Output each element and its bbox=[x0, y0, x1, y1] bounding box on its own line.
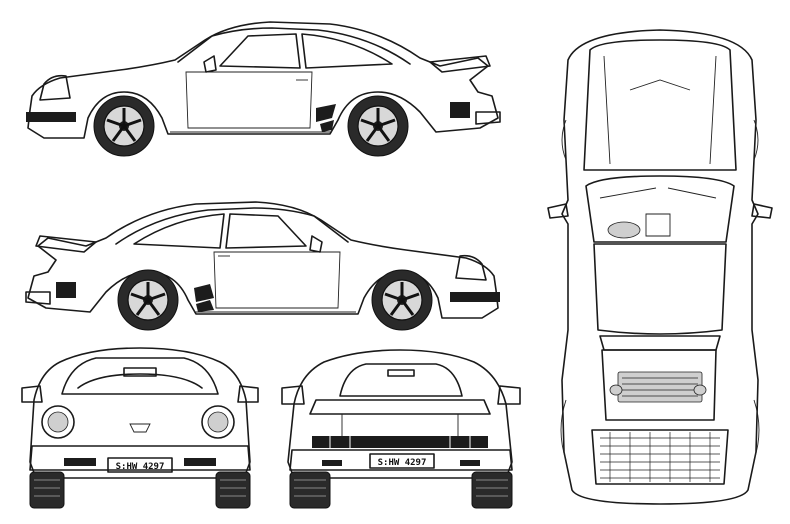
rear-plate: S:HW 4297 bbox=[378, 458, 427, 468]
front-view: S:HW 4297 bbox=[21, 347, 259, 509]
side-view-left bbox=[26, 21, 501, 157]
side-view-right bbox=[25, 201, 500, 331]
front-plate: S:HW 4297 bbox=[116, 462, 165, 472]
top-view bbox=[547, 29, 773, 505]
rear-view: S:HW 4297 bbox=[281, 349, 521, 509]
